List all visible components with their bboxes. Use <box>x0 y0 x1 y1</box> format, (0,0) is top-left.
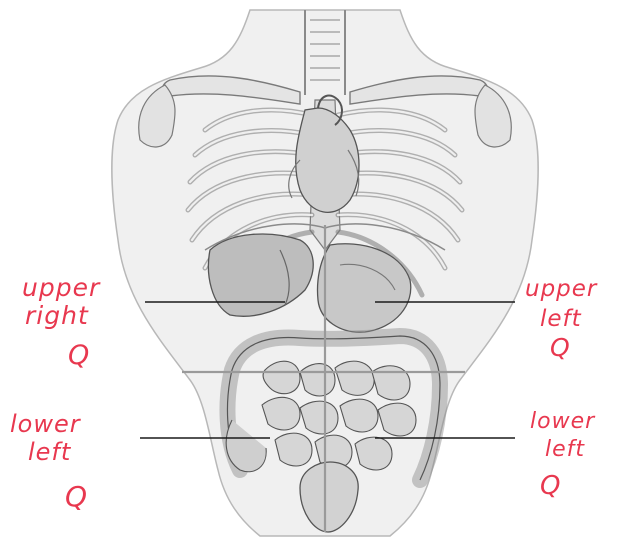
label-lower-right-line2: left <box>28 438 72 466</box>
label-upper-left-line2: left <box>540 306 582 332</box>
label-lower-left-line1: lower <box>530 409 596 434</box>
label-upper-left-line1: upper <box>525 276 598 302</box>
label-lower-right-line1: lower <box>10 410 82 438</box>
label-lower-left-line3: Q <box>540 471 561 501</box>
label-lower-right-line3: Q <box>65 480 88 513</box>
label-lower-left: lower left Q <box>530 409 596 501</box>
label-lower-left-line2: left <box>545 437 585 462</box>
label-upper-left-line3: Q <box>550 333 571 362</box>
label-lower-right: lower left Q <box>10 410 88 513</box>
label-upper-right-line3: Q <box>68 340 90 371</box>
label-upper-right-line1: upper <box>22 273 101 302</box>
label-upper-right: upper right Q <box>22 273 101 371</box>
label-upper-right-line2: right <box>25 301 89 330</box>
label-upper-left: upper left Q <box>525 276 598 362</box>
